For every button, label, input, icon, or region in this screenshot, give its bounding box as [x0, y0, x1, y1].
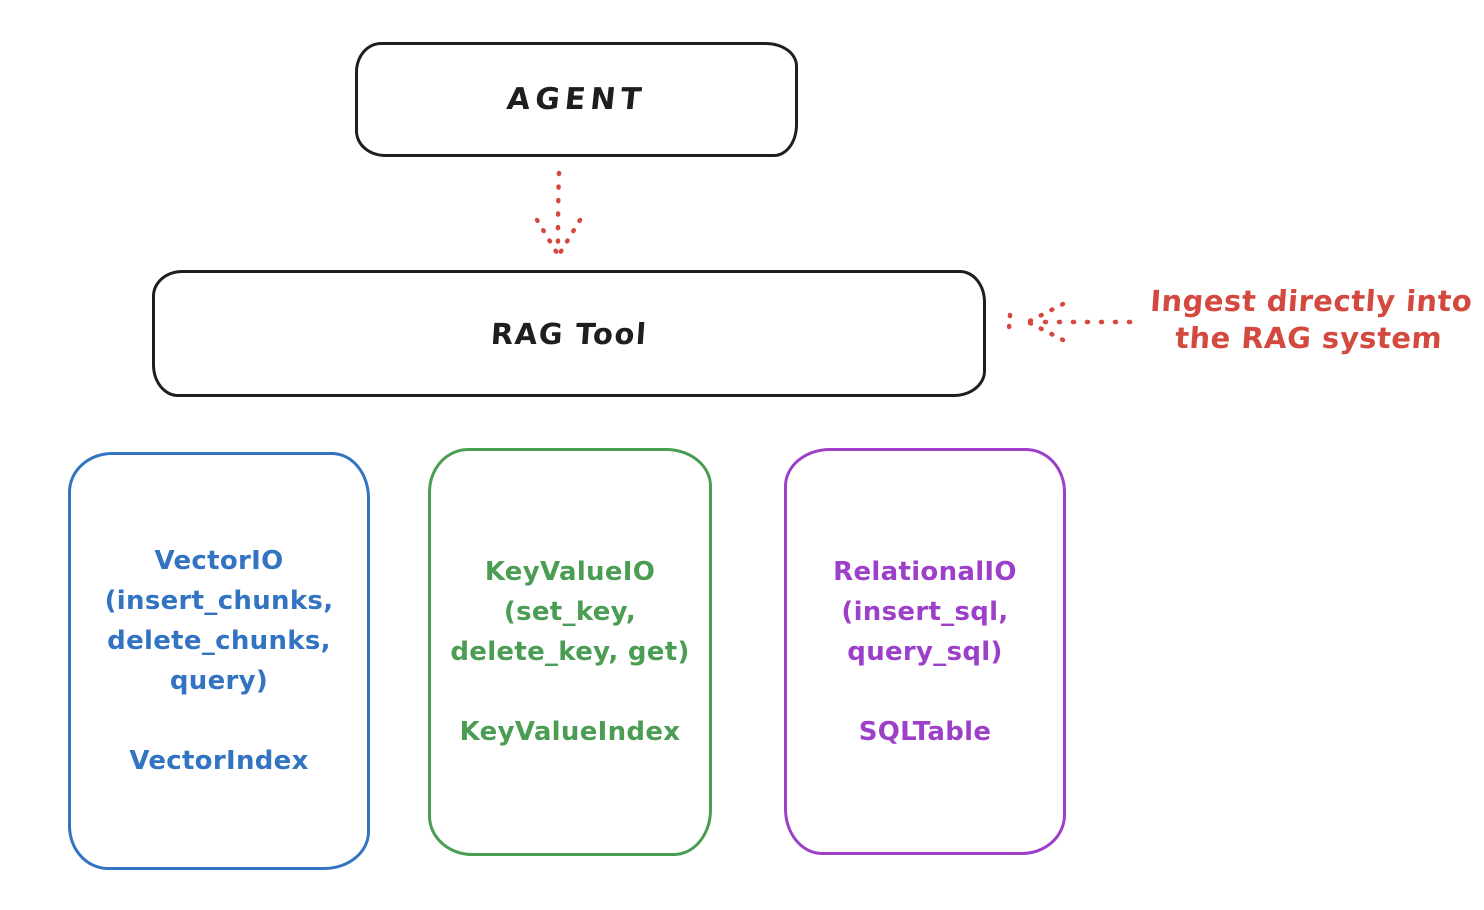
rag-tool-label: RAG Tool [489, 316, 649, 351]
ingest-annotation: Ingest directly into the RAG system [1139, 283, 1480, 357]
sql-table-label: SQLTable [858, 716, 992, 747]
vector-index-label: VectorIndex [129, 746, 309, 776]
keyvalue-index-label: KeyValueIndex [459, 717, 681, 747]
rag-tool-node: RAG Tool [152, 270, 986, 397]
io-line: query_sql) [847, 636, 1003, 667]
io-line: VectorIO [154, 546, 284, 576]
relational-io-node: RelationalIO (insert_sql, query_sql) SQL… [784, 448, 1066, 855]
arrow-shaft [555, 170, 562, 251]
io-line: (insert_chunks, [104, 586, 334, 616]
keyvalue-io-node: KeyValueIO (set_key, delete_key, get) Ke… [428, 448, 712, 856]
vector-io-node: VectorIO (insert_chunks, delete_chunks, … [68, 452, 370, 870]
io-line: KeyValueIO [484, 557, 656, 587]
io-line: RelationalIO [833, 556, 1017, 587]
arrow-head-left [534, 217, 560, 256]
io-line: delete_chunks, [107, 626, 331, 656]
agent-to-ragtool-arrow [534, 170, 583, 256]
arrow-head-upper [1025, 301, 1066, 325]
annotation-line-1: Ingest directly into [1149, 284, 1474, 318]
agent-label: AGENT [505, 82, 648, 117]
agent-node: AGENT [355, 42, 798, 157]
arrow-head-lower [1025, 319, 1066, 343]
io-line: delete_key, get) [450, 637, 690, 667]
io-line: query) [169, 666, 269, 696]
io-line: (insert_sql, [841, 596, 1009, 627]
keyvalue-io-methods: KeyValueIO (set_key, delete_key, get) [450, 552, 689, 672]
vector-io-methods: VectorIO (insert_chunks, delete_chunks, … [105, 541, 334, 701]
relational-io-methods: RelationalIO (insert_sql, query_sql) [833, 552, 1017, 672]
arrow-tip-dots [1006, 312, 1013, 332]
ingest-annotation-arrow [1006, 301, 1133, 343]
io-line: (set_key, [503, 597, 637, 627]
annotation-line-2: the RAG system [1173, 321, 1444, 355]
arrow-head-right [557, 217, 583, 256]
